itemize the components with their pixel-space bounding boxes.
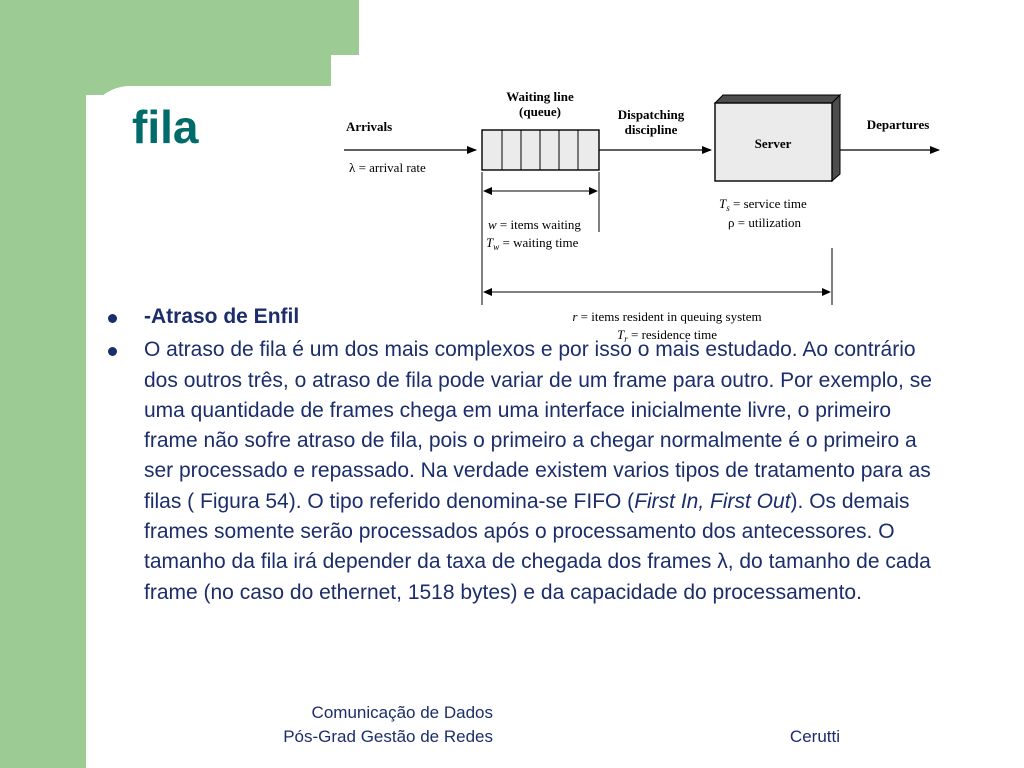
utilization-label: ρ = utilization [728, 215, 802, 230]
dispatching-label: Dispatching [618, 107, 685, 122]
bullet-dot-icon [108, 314, 117, 323]
footer-course: Comunicação de Dados Pós-Grad Gestão de … [220, 701, 493, 749]
queuing-diagram: Arrivals λ = arrival rate Waiting line (… [344, 89, 940, 344]
items-waiting-label: w = items waiting [488, 217, 581, 232]
footer-author: Cerutti [789, 727, 840, 746]
footer-line-2: Pós-Grad Gestão de Redes [283, 727, 493, 746]
server-box-top [713, 94, 842, 104]
bullet-dot-icon [108, 347, 117, 357]
bullet-item-2: O atraso de fila é um dos mais complexos… [104, 335, 944, 608]
background-green-top [0, 0, 359, 55]
bullet-2-text-part2: ). Os demais frames somente serão proces… [144, 489, 931, 604]
waiting-line-label: Waiting line [506, 89, 574, 104]
bullet-2-text-italic: First In, First Out [634, 489, 791, 513]
slide-title: fila [132, 101, 199, 153]
background-green-left [0, 0, 86, 768]
service-time-label: Ts = service time [719, 196, 807, 213]
content-panel-corner [331, 55, 1024, 95]
residence-span-arrow-left [483, 288, 492, 296]
items-resident-label: r = items resident in queuing system [572, 309, 761, 324]
queue-label: (queue) [519, 104, 561, 119]
bullet-list: -Atraso de Enfil O atraso de fila é um d… [104, 302, 944, 608]
bullet-1-text: -Atraso de Enfil [144, 305, 300, 328]
arrivals-label: Arrivals [346, 119, 392, 134]
arrival-rate-text: = arrival rate [355, 160, 426, 175]
lambda-symbol: λ [349, 160, 356, 175]
content-panel [86, 86, 1024, 768]
residence-time-label: Tr = residence time [617, 327, 717, 344]
waiting-time-label: Tw = waiting time [486, 235, 579, 252]
discipline-label: discipline [625, 122, 678, 137]
bullet-2-text-part1: O atraso de fila é um dos mais complexos… [144, 338, 932, 513]
footer-line-1: Comunicação de Dados [311, 703, 493, 722]
waiting-span-arrow-left [483, 187, 492, 195]
server-label: Server [755, 136, 792, 151]
server-box-side [831, 93, 841, 183]
server-box [714, 102, 833, 182]
departures-label: Departures [867, 117, 930, 132]
waiting-span-arrow-right [589, 187, 598, 195]
arrival-rate-label: λ = arrival rate [349, 160, 426, 175]
residence-span-arrow-right [822, 288, 831, 296]
bullet-item-1: -Atraso de Enfil [104, 302, 344, 333]
